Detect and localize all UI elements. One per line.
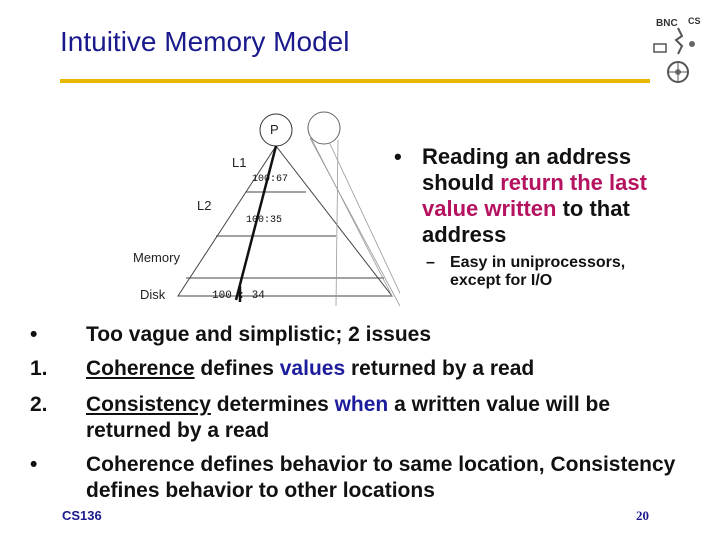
svg-text:CS: CS — [688, 16, 701, 26]
lab-logo-icon: BNC CS — [650, 12, 708, 84]
level-label-memory: Memory — [133, 250, 180, 265]
list-marker: • — [30, 323, 38, 346]
level-label-disk: Disk — [140, 287, 166, 302]
page-number: 20 — [636, 508, 649, 523]
right-bullet-post: to that address — [422, 196, 630, 247]
pyramid — [177, 145, 394, 297]
sub-bullet-text: Easy in uniprocessors, except for I/O — [450, 254, 626, 289]
values-highlight: values — [279, 357, 346, 380]
list-text: Too vague and simplistic; 2 issues — [86, 323, 432, 346]
consistency-term: Consistency — [86, 393, 211, 416]
title-rule — [60, 79, 658, 83]
list-marker: • — [30, 453, 38, 476]
access-path — [234, 145, 278, 301]
right-bullet-pre: Reading an address should — [422, 144, 632, 195]
list-text: Coherence defines behavior to same locat… — [86, 453, 676, 502]
svg-text:BNC: BNC — [656, 18, 678, 29]
list-text: Consistency determines when a written va… — [86, 393, 610, 442]
list-marker: 1. — [30, 357, 48, 380]
slide-title: Intuitive Memory Model — [60, 26, 350, 57]
coherence-term: Coherence — [86, 357, 195, 380]
right-bullet-highlight: return the last value written — [422, 170, 647, 221]
list-marker: 2. — [30, 393, 48, 416]
level-label-l2: L2 — [197, 198, 212, 213]
level-label-l1: L1 — [232, 155, 247, 170]
sub-bullet-marker: – — [426, 254, 435, 271]
bullet-marker: • — [394, 144, 402, 169]
processor-label: P — [270, 122, 279, 137]
value-label-l1: 100:67 — [252, 174, 289, 185]
processor-node-2 — [307, 111, 341, 145]
value-label-disk: 100 : 34 — [212, 290, 265, 302]
list-text: Coherence defines values returned by a r… — [86, 357, 535, 380]
value-label-l2: 100:35 — [246, 215, 283, 226]
right-bullet-text: Reading an address should return the las… — [422, 144, 692, 248]
footer-course: CS136 — [62, 508, 102, 523]
memory-hierarchy-diagram — [177, 111, 400, 307]
when-highlight: when — [334, 393, 389, 416]
